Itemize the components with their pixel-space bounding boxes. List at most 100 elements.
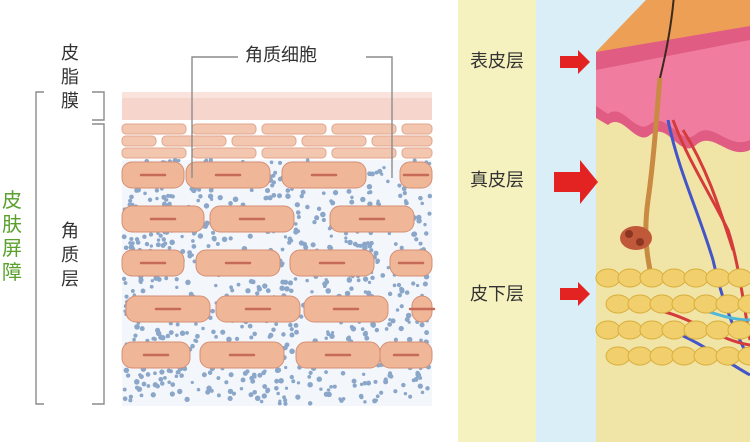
lipid-dot <box>165 333 171 339</box>
lipid-dot <box>316 206 322 212</box>
lipid-dot <box>305 158 310 163</box>
brick <box>191 147 257 159</box>
corneocytes-label: 角质细胞 <box>245 45 317 66</box>
lipid-dot <box>289 332 295 338</box>
lipid-dot <box>380 273 386 278</box>
lipid-dot <box>248 392 254 398</box>
lipid-dot <box>185 279 191 286</box>
lipid-dot <box>128 198 133 203</box>
lipid-dot <box>155 384 160 389</box>
lipid-dot <box>283 401 288 406</box>
fat-cell <box>683 268 709 288</box>
lipid-dot <box>382 165 386 170</box>
lipid-dot <box>211 230 216 235</box>
bracket-lines <box>35 56 393 405</box>
lipid-dot <box>319 387 323 391</box>
lipid-dot <box>281 332 286 337</box>
lipid-dot <box>192 259 197 264</box>
lipid-dot <box>300 189 306 195</box>
lipid-dot <box>216 393 221 398</box>
dermis-label: 真皮层 <box>470 170 524 191</box>
lipid-dot <box>344 239 348 244</box>
lipid-dot <box>264 187 271 194</box>
fat-cell <box>649 294 675 314</box>
lipid-dot <box>321 191 326 196</box>
fat-cell <box>627 346 653 366</box>
lipid-dot <box>195 333 200 339</box>
lipid-dot <box>175 333 179 338</box>
lipid-dot <box>168 194 173 199</box>
hypodermis-label: 皮下层 <box>470 284 524 305</box>
sebum-film-label-char: 皮 <box>61 43 79 64</box>
lipid-dot <box>375 394 380 399</box>
lipid-dot <box>324 336 328 340</box>
lipid-dot <box>399 288 405 294</box>
lipid-dot <box>240 324 244 329</box>
lipid-dot <box>366 183 373 190</box>
lipid-dot <box>413 377 419 382</box>
lipid-dot <box>278 160 283 165</box>
lipid-dot <box>139 326 145 332</box>
lipid-dot <box>370 275 375 281</box>
lipid-dot <box>179 330 186 336</box>
lipid-dot <box>404 316 410 322</box>
lipid-dot <box>265 288 271 294</box>
lipid-dot <box>282 395 287 400</box>
lipid-dot <box>167 246 172 250</box>
lipid-dot <box>201 372 207 378</box>
lipid-dot <box>146 384 151 388</box>
lipid-dot <box>384 327 389 331</box>
lipid-dot <box>330 200 336 206</box>
lipid-dot <box>332 189 339 196</box>
fat-cell <box>595 320 621 340</box>
lipid-dot <box>121 276 127 282</box>
lipid-dot <box>369 248 374 253</box>
lipid-dot <box>130 289 135 293</box>
brick <box>401 123 433 135</box>
lipid-dot <box>345 336 352 342</box>
stratum-corneum-panel: 皮脂膜 角质细胞 角质层 皮肤屏障 <box>2 43 436 406</box>
lipid-dot <box>250 279 256 285</box>
lipid-dot <box>377 202 382 207</box>
lipid-dot <box>239 386 244 391</box>
lipid-dot <box>158 233 163 238</box>
lipid-dot <box>274 322 279 327</box>
lipid-dot <box>362 276 369 282</box>
lipid-dot <box>245 288 251 294</box>
lipid-dot <box>128 398 133 403</box>
lipid-dot <box>227 388 234 395</box>
brick <box>121 135 157 147</box>
lipid-dot <box>166 368 172 373</box>
brick <box>301 135 367 147</box>
lipid-dot <box>418 195 423 201</box>
lipid-dot <box>228 201 233 206</box>
lipid-dot <box>191 244 197 249</box>
fat-cell <box>671 294 697 314</box>
lipid-dot <box>254 395 261 402</box>
skin-barrier-label-char: 皮 <box>2 188 22 212</box>
top-brick-rows <box>121 123 433 159</box>
lipid-dot <box>197 233 204 239</box>
lipid-dot <box>283 235 288 239</box>
lipid-dot <box>369 240 374 246</box>
lipid-dot <box>362 245 368 251</box>
lipid-dot <box>209 388 214 393</box>
lipid-dot <box>285 193 291 199</box>
lipid-dot <box>180 234 184 239</box>
corneocyte-cells <box>121 161 436 369</box>
lipid-dot <box>293 323 299 328</box>
fat-cell <box>693 294 719 314</box>
lipid-dot <box>135 240 141 245</box>
lipid-dot <box>294 329 299 335</box>
epidermis-arrow <box>560 50 590 74</box>
lipid-dot <box>293 222 298 226</box>
lipid-dot <box>393 389 398 394</box>
lipid-dot <box>298 240 305 246</box>
stratum-corneum-label: 角质层 <box>60 220 80 292</box>
lipid-dot <box>293 227 299 232</box>
lipid-dot <box>129 194 134 200</box>
lipid-dot <box>155 330 162 337</box>
skin-block-illustration <box>458 0 750 442</box>
lipid-dot <box>341 396 346 401</box>
lipid-dot <box>307 374 312 379</box>
